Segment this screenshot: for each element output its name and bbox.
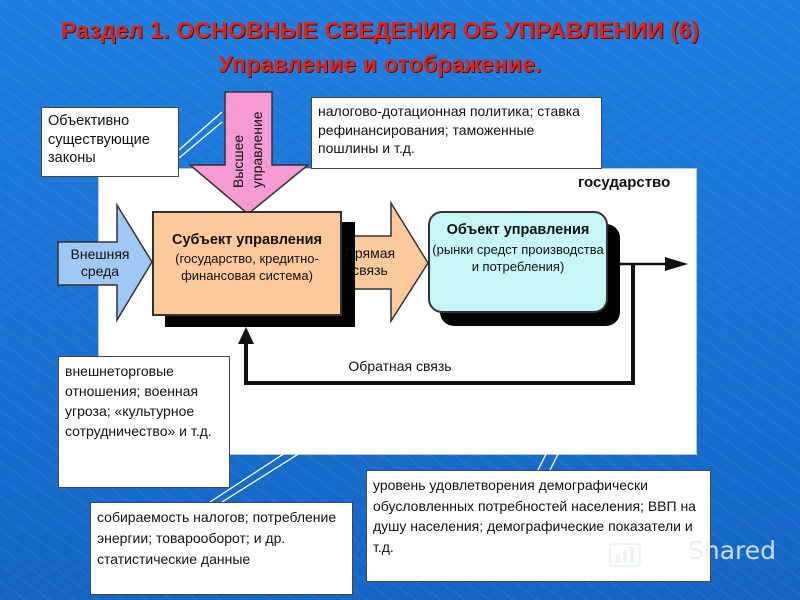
callout-line-policy-2 [402, 168, 471, 233]
feedback-arrowhead [238, 327, 254, 344]
callout-line-foreign-2 [125, 299, 143, 357]
object-box: Объект управления (рынки средст производ… [428, 211, 608, 313]
feedback-line [244, 264, 635, 385]
callout-line-stats-2 [221, 384, 409, 503]
note-policy: налогово-дотационная политика; ставка ре… [311, 97, 602, 169]
subject-heading: Субъект управления [171, 232, 322, 248]
state-label: государство [578, 174, 671, 191]
watermark: Shared [688, 536, 777, 565]
callout-line-stats [209, 377, 401, 503]
slide-title: Раздел 1. ОСНОВНЫЕ СВЕДЕНИЯ ОБ УПРАВЛЕНИ… [60, 17, 700, 43]
top-arrow [187, 91, 311, 215]
callout-line-laws-2 [178, 121, 223, 159]
slide-subtitle: Управление и отображение. [218, 51, 542, 77]
note-foreign-relations: внешнеторговые отношения; военная угроза… [58, 356, 230, 488]
output-arrowhead [665, 257, 688, 271]
subject-box: Субъект управления (государство, кредитн… [152, 211, 342, 316]
top-arrow-word: Высшее [230, 135, 246, 188]
note-objective-laws: Объективно существующие законы [41, 107, 179, 177]
direct-link-label: Прямая связь [344, 245, 396, 278]
environment-label: Внешняя среда [70, 246, 130, 279]
top-arrow-word: управление [249, 111, 265, 188]
feedback-label: Обратная связь [348, 358, 452, 374]
note-statistics: собираемость налогов; потребление энерги… [90, 502, 353, 595]
object-heading: Объект управления [446, 222, 590, 238]
chart-logo-icon [609, 543, 641, 567]
object-body: (рынки средст производства и потребления… [432, 242, 604, 274]
environment-arrow [57, 202, 153, 323]
callout-line-policy [395, 168, 461, 226]
note-living-standards: уровень удовлетворения демографически об… [366, 470, 711, 582]
subject-body: (государство, кредитно-финансовая систем… [175, 251, 319, 283]
callout-line-laws [178, 111, 223, 151]
callout-line-foreign [103, 295, 131, 357]
callout-line-living [537, 267, 641, 471]
